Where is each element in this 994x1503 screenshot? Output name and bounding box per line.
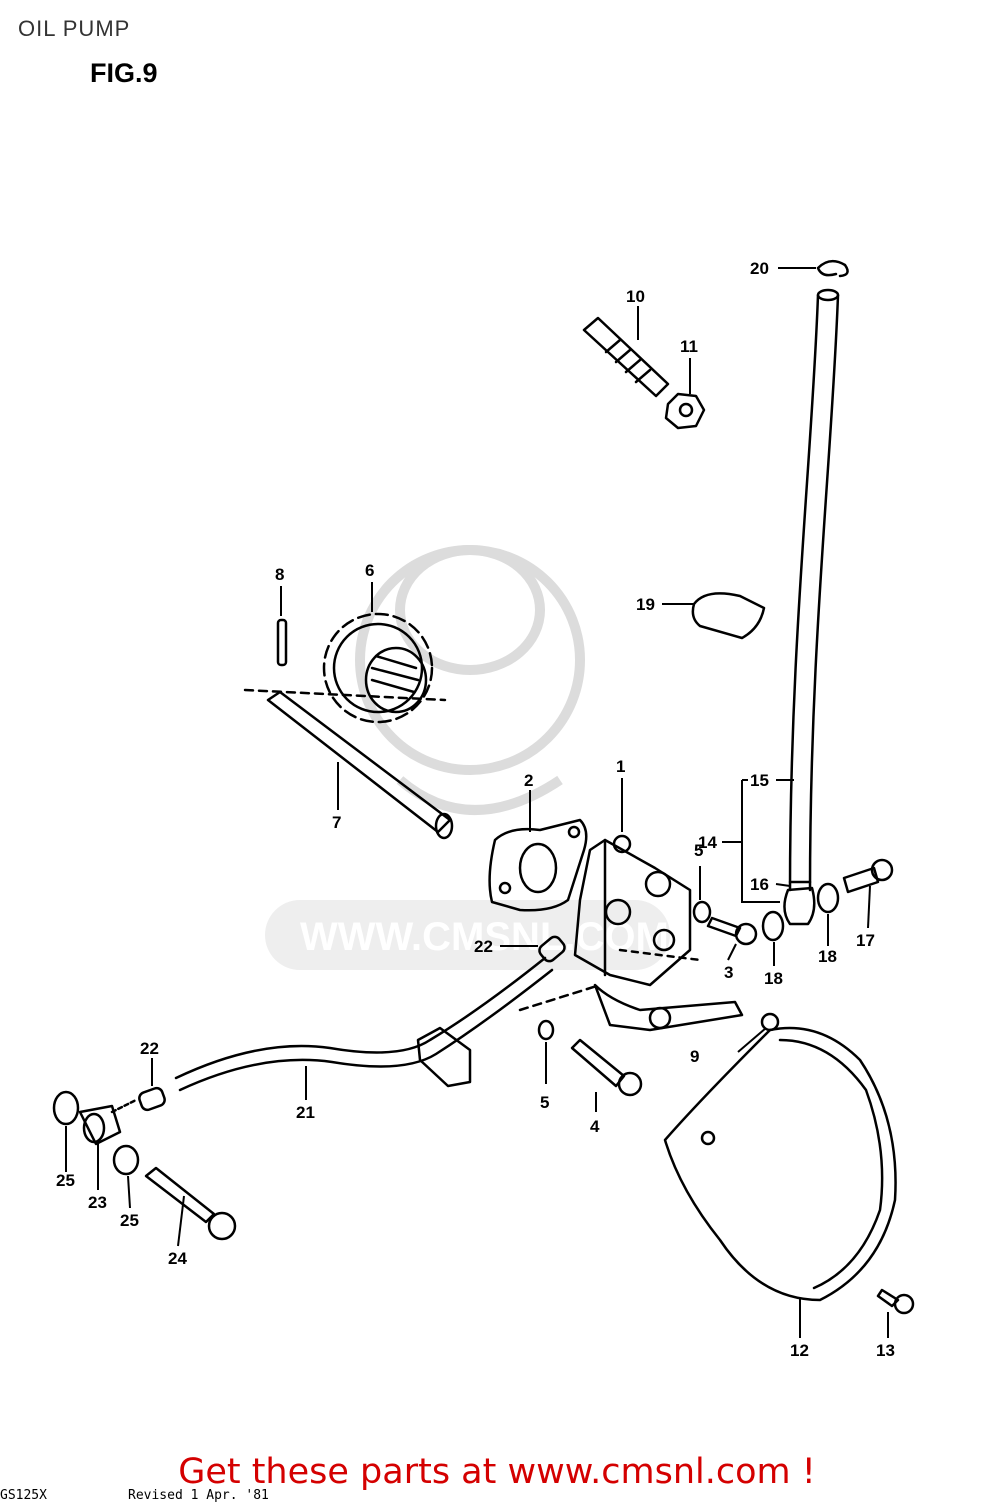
callout-20: 20 — [750, 259, 769, 278]
pump-shaft — [243, 688, 454, 840]
callout-6: 6 — [365, 561, 374, 580]
callout-5b: 5 — [540, 1093, 549, 1112]
union-bolt — [842, 858, 894, 894]
mounting-bolt — [570, 1038, 643, 1097]
callout-22b: 22 — [474, 937, 493, 956]
callout-1: 1 — [616, 757, 625, 776]
callout-4: 4 — [590, 1117, 600, 1136]
model-code: GS125X — [0, 1488, 47, 1503]
hose-washer — [112, 1144, 140, 1176]
callout-21: 21 — [296, 1103, 315, 1122]
hose-washer — [52, 1090, 80, 1126]
callout-14: 14 — [698, 833, 717, 852]
callout-9: 9 — [690, 1047, 699, 1066]
callout-22a: 22 — [140, 1039, 159, 1058]
callout-18a: 18 — [764, 969, 783, 988]
pump-gasket — [488, 818, 588, 912]
callout-25b: 25 — [120, 1211, 139, 1230]
oil-hose — [174, 956, 554, 1092]
banjo-union — [783, 886, 816, 926]
figure-label: FIG.9 — [90, 58, 158, 88]
cover-screw — [760, 1012, 780, 1032]
callout-13: 13 — [876, 1341, 895, 1360]
lock-nut — [664, 392, 706, 430]
pin-part — [276, 618, 288, 667]
callout-8: 8 — [275, 565, 284, 584]
callout-3: 3 — [724, 963, 733, 982]
callout-2: 2 — [524, 771, 533, 790]
union-bolt — [144, 1166, 237, 1241]
promo-link-text[interactable]: Get these parts at www.cmsnl.com ! — [178, 1452, 816, 1492]
oil-pipe — [788, 288, 840, 892]
watermark-text: WWW.CMSNL.COM — [300, 915, 669, 959]
gasket-washer — [816, 882, 840, 914]
washer-part — [692, 900, 712, 924]
callout-25a: 25 — [56, 1171, 75, 1190]
callout-23: 23 — [88, 1193, 107, 1212]
callout-7: 7 — [332, 813, 341, 832]
gasket-washer — [761, 910, 785, 942]
callout-5a: 5 — [694, 841, 703, 860]
hose-clip — [538, 935, 566, 963]
callout-15: 15 — [750, 771, 769, 790]
adjuster-bolt — [582, 316, 670, 398]
hose-union — [78, 1098, 138, 1146]
callout-10: 10 — [626, 287, 645, 306]
watermark-logo — [265, 545, 670, 970]
page-title: OIL PUMP — [18, 16, 131, 41]
grommet-part — [691, 592, 766, 640]
washer-part — [537, 1019, 555, 1041]
callout-12: 12 — [790, 1341, 809, 1360]
callout-18b: 18 — [818, 947, 837, 966]
screw-part — [706, 916, 758, 946]
callout-19: 19 — [636, 595, 655, 614]
callout-16: 16 — [750, 875, 769, 894]
drive-gear — [322, 612, 434, 724]
cover-screw — [876, 1288, 915, 1315]
oil-pump-body — [573, 834, 744, 1032]
clamp-part — [816, 259, 849, 278]
pump-cover — [663, 1026, 897, 1302]
callout-17: 17 — [856, 931, 875, 950]
revision-note: Revised 1 Apr. '81 — [128, 1488, 269, 1503]
callout-11: 11 — [680, 337, 698, 356]
hose-clip — [138, 1086, 166, 1112]
callout-24: 24 — [168, 1249, 187, 1268]
